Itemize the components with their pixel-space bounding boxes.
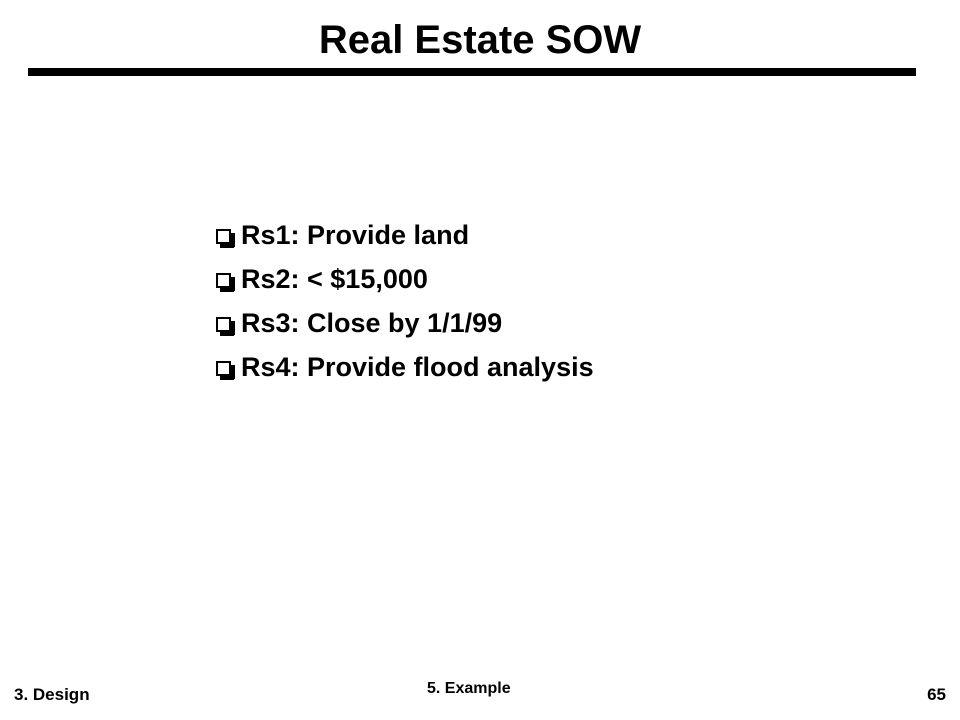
footer-section-label: 3. Design bbox=[14, 685, 90, 704]
bullet-text: Rs4: Provide flood analysis bbox=[241, 351, 594, 382]
page-number: 65 bbox=[927, 685, 946, 704]
footer-subsection-label: 5. Example bbox=[427, 680, 511, 697]
list-item: Rs4: Provide flood analysis bbox=[216, 345, 594, 389]
bullet-text: Rs2: < $15,000 bbox=[241, 263, 428, 294]
checkbox-icon bbox=[216, 316, 235, 336]
checkbox-icon bbox=[216, 360, 235, 380]
bullet-list: Rs1: Provide land Rs2: < $15,000 Rs3: Cl… bbox=[216, 213, 594, 389]
bullet-text: Rs1: Provide land bbox=[241, 219, 470, 250]
bullet-text: Rs3: Close by 1/1/99 bbox=[241, 307, 503, 338]
list-item: Rs2: < $15,000 bbox=[216, 257, 594, 301]
checkbox-icon bbox=[216, 228, 235, 248]
title-divider bbox=[28, 68, 916, 76]
list-item: Rs3: Close by 1/1/99 bbox=[216, 301, 594, 345]
checkbox-icon bbox=[216, 272, 235, 292]
list-item: Rs1: Provide land bbox=[216, 213, 594, 257]
slide-title: Real Estate SOW bbox=[318, 18, 642, 62]
